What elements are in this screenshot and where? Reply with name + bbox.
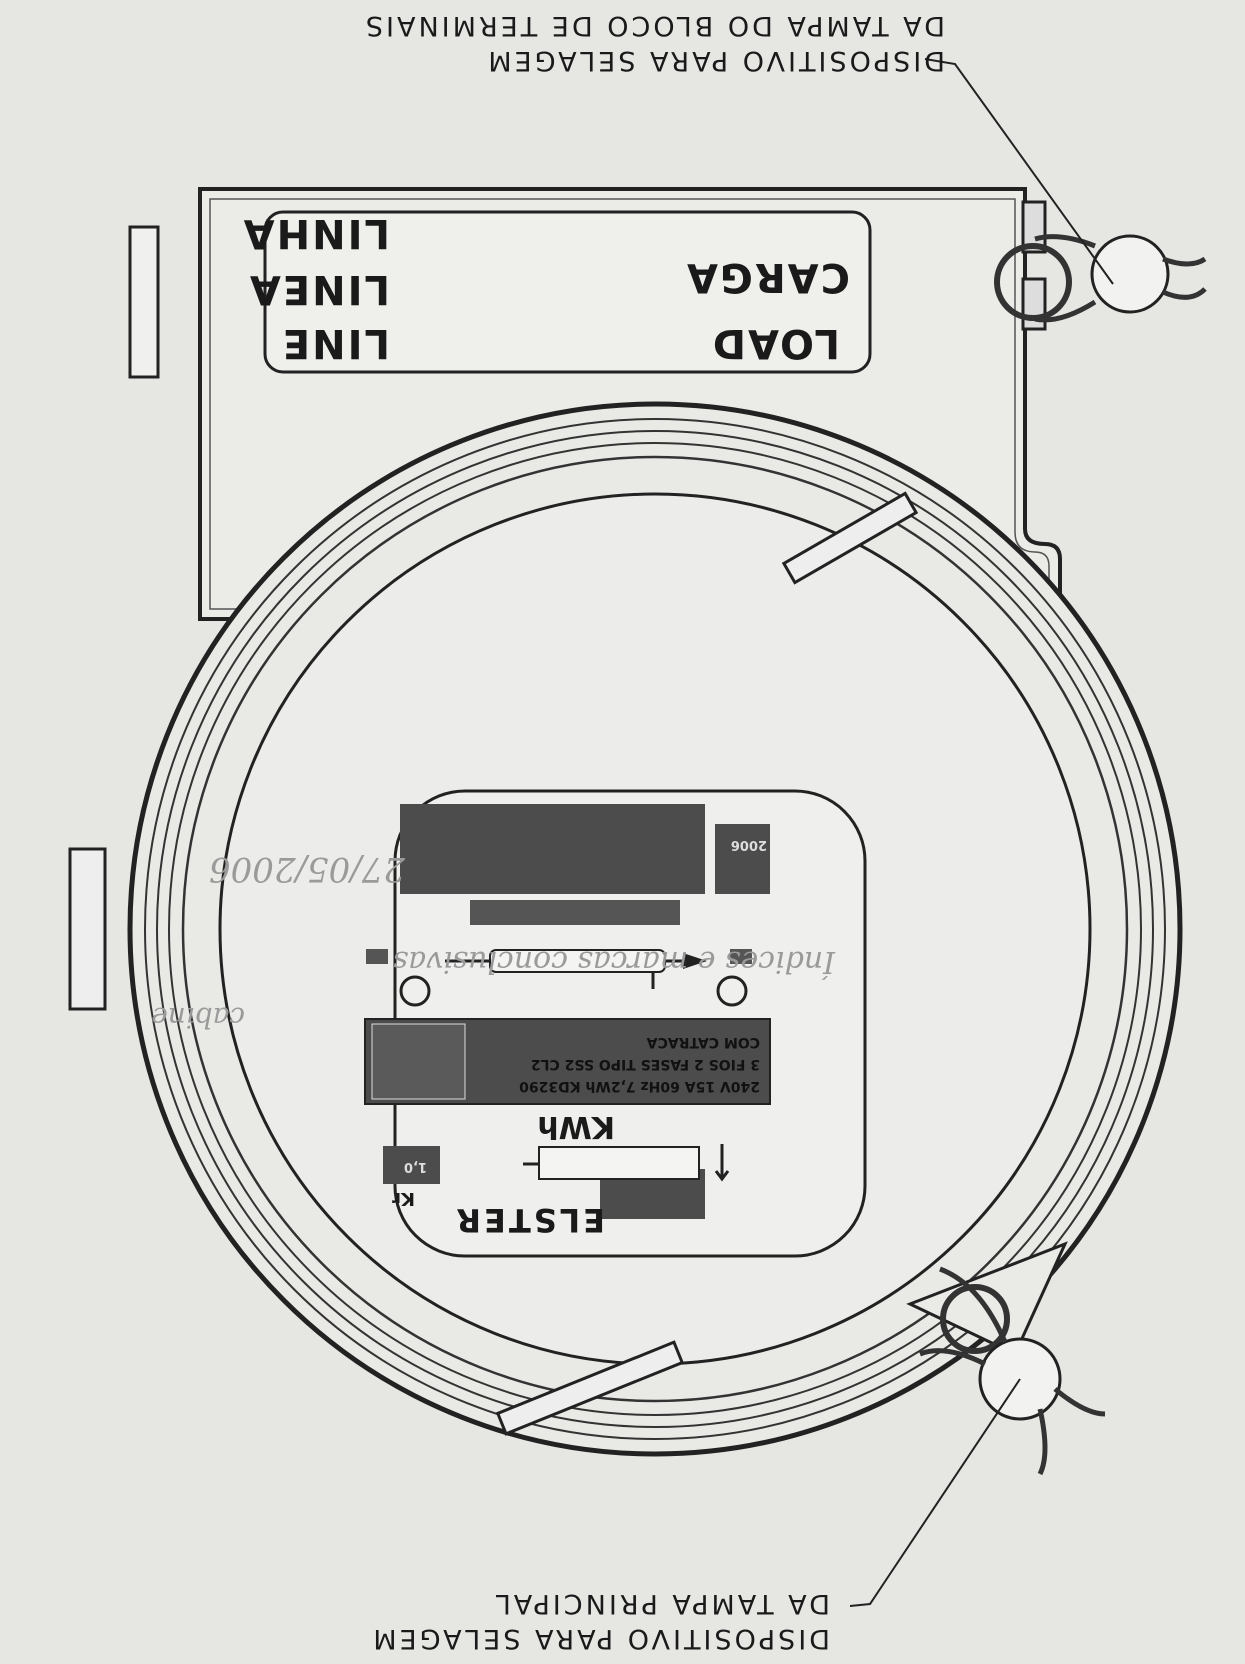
brand-elster: ELSTER bbox=[453, 1201, 605, 1239]
rating-line1: 240V 15A 60Hz 7,2Wh KD3290 bbox=[519, 1078, 760, 1094]
main-seal-ear bbox=[906, 1241, 1068, 1357]
terminal-cover-slot bbox=[128, 225, 160, 379]
label-linha: LINHA bbox=[241, 210, 390, 256]
test-led-left bbox=[716, 975, 748, 1007]
reset-window bbox=[538, 1146, 700, 1180]
rating-line3: COM CATRACA bbox=[646, 1034, 760, 1050]
rim-tab-bottom bbox=[781, 491, 919, 585]
diagram-box bbox=[371, 1023, 466, 1100]
callout-terminal-seal-line2: DA TAMPA DO BLOCO DE TERMINAIS bbox=[362, 10, 945, 41]
register-block bbox=[400, 804, 705, 894]
ce-mark-left bbox=[730, 949, 752, 964]
test-led-right bbox=[399, 975, 431, 1007]
handwritten-note-2: cabine bbox=[151, 1001, 245, 1034]
label-carga: CARGA bbox=[685, 254, 850, 300]
line-load-label-panel bbox=[263, 210, 872, 374]
callout-main-seal-line2: DA TAMPA PRINCIPAL bbox=[492, 1588, 830, 1619]
ce-mark-right bbox=[366, 949, 388, 964]
kr-label: Kr bbox=[392, 1188, 415, 1209]
unit-kwh: KWh bbox=[537, 1109, 615, 1144]
label-linea: LINEA bbox=[247, 266, 390, 312]
handwritten-note: Índices e marcas conclusivas bbox=[392, 944, 835, 979]
year-text: 2006 bbox=[730, 837, 767, 852]
rim-tab-left bbox=[68, 847, 107, 1011]
terminal-cover-seal bbox=[1090, 234, 1170, 314]
rating-line2: 3 FIOS 2 FASES TIPO SS2 CL2 bbox=[530, 1056, 760, 1072]
year-box bbox=[715, 824, 770, 894]
handwritten-date: 27/05/2006 bbox=[209, 849, 405, 889]
barcode-strip bbox=[470, 900, 680, 925]
rim-tab-top bbox=[495, 1340, 685, 1436]
callout-terminal-seal-line1: DISPOSITIVO PARA SELAGEM bbox=[485, 45, 945, 76]
callout-main-seal-line1: DISPOSITIVO PARA SELAGEM bbox=[370, 1623, 830, 1654]
kr-value: 1,0 bbox=[403, 1159, 427, 1174]
label-line: LINE bbox=[280, 320, 390, 366]
kr-box bbox=[383, 1146, 440, 1184]
label-load: LOAD bbox=[710, 320, 840, 366]
